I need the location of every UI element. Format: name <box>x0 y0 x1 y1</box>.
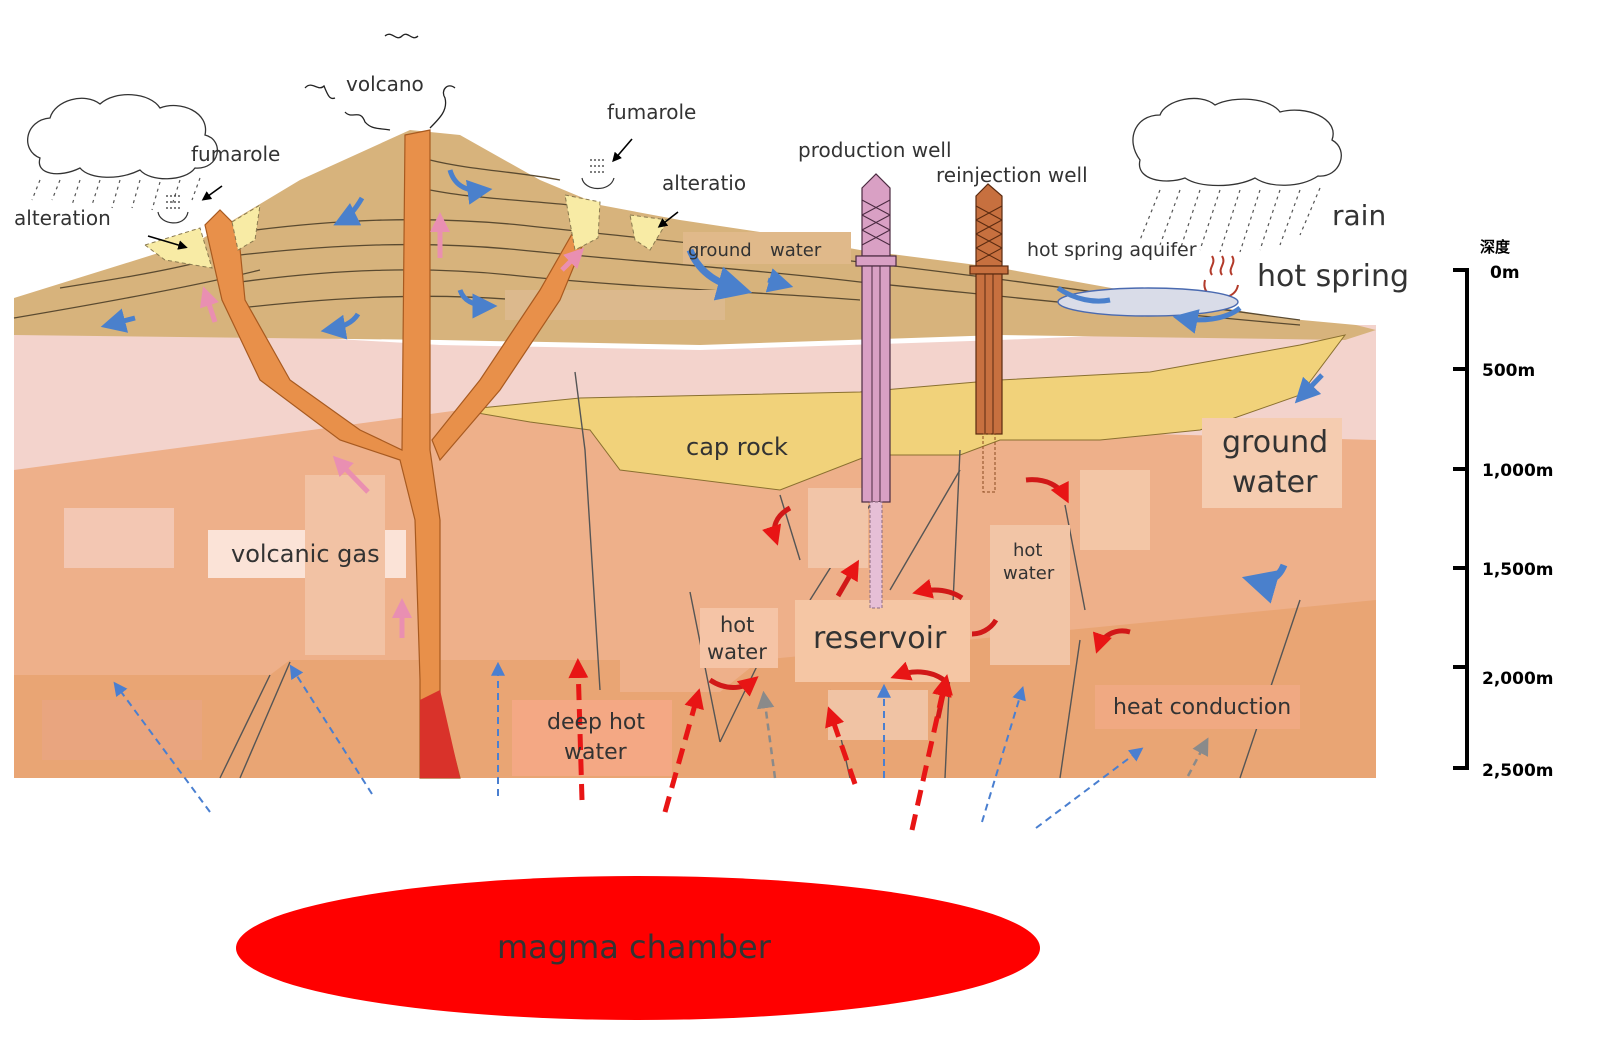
rain-right <box>1139 187 1321 253</box>
depth-scale-title: 深度 <box>1480 238 1511 256</box>
alteration-zone-right <box>564 194 601 251</box>
rain-left <box>31 177 201 211</box>
production-well <box>855 173 897 609</box>
heat-conduction-dashed-gray <box>756 690 1209 779</box>
hot-water-label-left: hot <box>720 613 754 637</box>
depth-tick-label: 2,000m <box>1482 669 1554 689</box>
fumarole-label-right: fumarole <box>607 100 696 124</box>
alteration-label-left: alteration <box>14 206 111 230</box>
hot-water-label-left-2: water <box>707 640 767 664</box>
label-boxes <box>42 232 1342 776</box>
deep-upflow-dashed-red <box>568 658 952 831</box>
depth-tick-label: 1,500m <box>1482 560 1554 580</box>
depth-scale: 深度 0m 500m 1,000m 1,500m 2,000m 2,500m <box>1453 238 1554 781</box>
depth-tick-label: 2,500m <box>1482 761 1554 781</box>
depth-tick-label: 0m <box>1490 263 1520 283</box>
deep-hot-water-label-2: water <box>564 740 628 765</box>
volcanic-conduits <box>204 129 593 779</box>
magma-chamber <box>236 876 1040 1020</box>
hot-water-label-mid-2: water <box>1003 563 1055 584</box>
ground-water-label-top-2: water <box>770 240 822 261</box>
pink-layer <box>14 320 1376 470</box>
depth-tick-label: 500m <box>1482 361 1535 381</box>
ground-water-label-top: ground <box>688 240 752 261</box>
cloud-right <box>1132 97 1342 187</box>
volcanic-gas-label: volcanic gas <box>231 540 380 568</box>
fumarole-label-left: fumarole <box>191 142 280 166</box>
reinjection-well <box>969 183 1009 493</box>
groundwater-arrows <box>100 169 1324 604</box>
magma-intrusion <box>420 690 460 778</box>
fault-lines <box>219 371 1301 779</box>
reservoir-label: reservoir <box>813 621 947 656</box>
volcanic-gas-arrows <box>199 212 585 638</box>
cap-rock-label: cap rock <box>686 433 788 461</box>
hot-spring-aquifer-ellipse <box>1057 287 1239 317</box>
depth-tick-label: 1,000m <box>1482 461 1554 481</box>
fumarole-right-symbol <box>581 159 615 190</box>
heat-conduction-label: heat conduction <box>1113 695 1291 720</box>
volcano-smoke <box>304 33 456 131</box>
reinjection-well-label: reinjection well <box>936 163 1088 187</box>
pointer-arrows <box>147 138 679 250</box>
rain-label: rain <box>1332 199 1386 232</box>
production-well-label: production well <box>798 138 952 162</box>
hot-water-label-mid: hot <box>1013 540 1042 561</box>
fumarole-left-symbol <box>157 195 189 224</box>
text-labels: volcano fumarole fumarole alteration alt… <box>14 72 1409 966</box>
deep-hot-water-label: deep hot <box>547 710 645 735</box>
ground-water-label-right: ground <box>1222 425 1328 460</box>
magma-chamber-label: magma chamber <box>497 928 772 966</box>
volcano-label: volcano <box>346 72 424 96</box>
alteration-zone-left-2 <box>231 204 261 251</box>
heat-conduction-dashed-blue <box>113 661 1144 829</box>
alteration-label-right: alteratio <box>662 171 746 195</box>
hot-spring-aquifer-label: hot spring aquifer <box>1027 239 1197 261</box>
cloud-left <box>27 93 218 180</box>
ground-water-label-right-2: water <box>1232 465 1318 500</box>
hot-spring-label: hot spring <box>1257 259 1409 294</box>
